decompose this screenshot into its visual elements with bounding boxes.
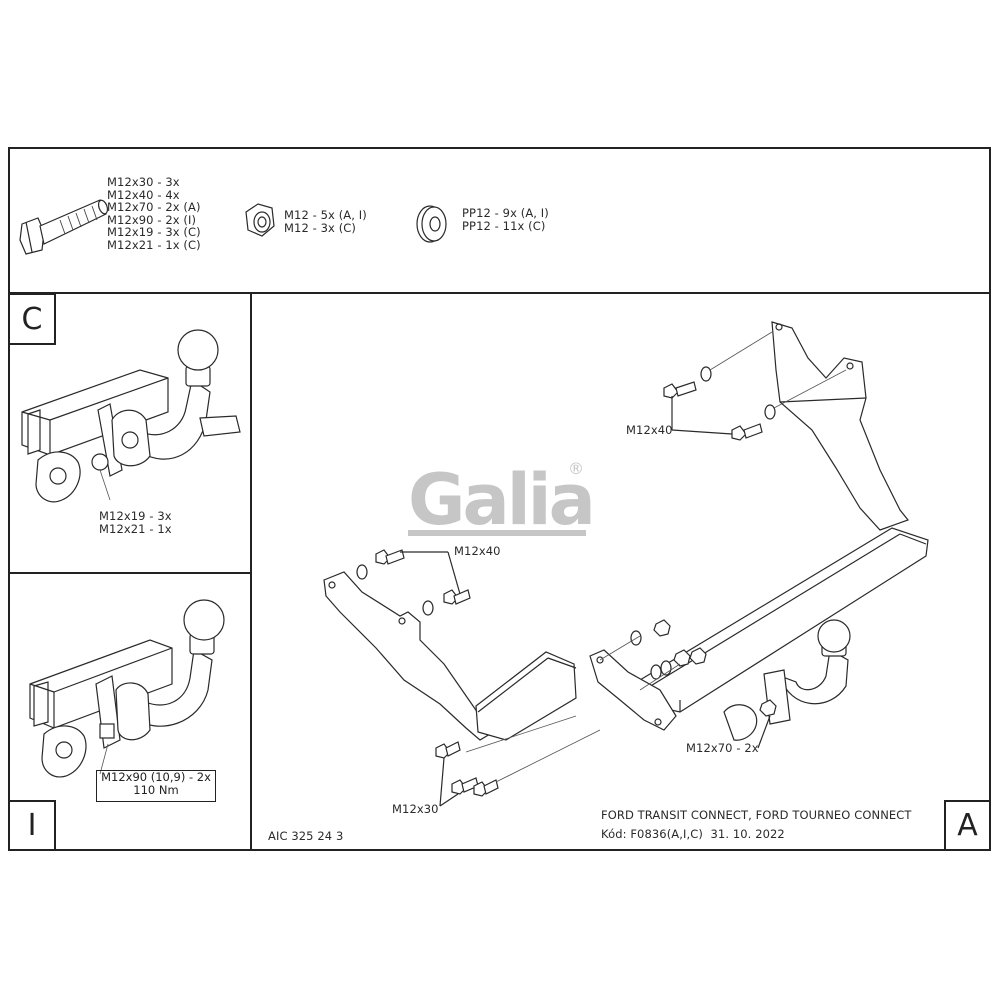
panel-a-letter: A bbox=[944, 800, 991, 851]
header-divider bbox=[8, 292, 991, 294]
nut-list: M12 - 5x (A, I)M12 - 3x (C) bbox=[284, 208, 367, 235]
bolt-icon bbox=[19, 199, 109, 255]
panel-a-towbar-drawing bbox=[323, 321, 929, 807]
panel-divider-left bbox=[8, 572, 251, 574]
panel-i-letter: I bbox=[8, 800, 56, 851]
panel-divider-vertical bbox=[250, 293, 252, 851]
torque-box: M12x90 (10,9) - 2x 110 Nm bbox=[96, 770, 216, 802]
bolt-spec: M12x90 (10,9) - 2x bbox=[101, 770, 211, 784]
nut-icon bbox=[689, 647, 707, 665]
logo-underline bbox=[408, 530, 586, 536]
nut-icon bbox=[759, 699, 777, 717]
washer-icon bbox=[650, 664, 662, 680]
torque-value: 110 Nm bbox=[133, 783, 179, 797]
callout-m12x70: M12x70 - 2x bbox=[686, 741, 759, 755]
washer-icon bbox=[764, 404, 776, 420]
vehicle-model: FORD TRANSIT CONNECT, FORD TOURNEO CONNE… bbox=[601, 808, 912, 822]
nut-icon bbox=[245, 203, 275, 237]
product-code: Kód: F0836(A,I,C) 31. 10. 2022 bbox=[601, 827, 785, 841]
logo-wordmark: Galia bbox=[408, 459, 593, 541]
bolt-icon bbox=[443, 589, 471, 605]
bolt-icon bbox=[663, 381, 697, 399]
bolt-icon bbox=[731, 423, 763, 441]
panel-c-letter: C bbox=[8, 293, 56, 345]
nut-icon bbox=[653, 619, 671, 637]
washer-list: PP12 - 9x (A, I)PP12 - 11x (C) bbox=[462, 206, 549, 233]
nut-icon bbox=[673, 649, 691, 667]
washer-icon bbox=[416, 205, 447, 243]
washer-icon bbox=[356, 564, 368, 580]
drawing-sheet bbox=[8, 147, 991, 851]
callout-m12x40-left: M12x40 bbox=[454, 544, 501, 558]
callout-m12x40-right: M12x40 bbox=[626, 423, 673, 437]
washer-icon bbox=[700, 366, 712, 382]
drawing-number: AIC 325 24 3 bbox=[268, 829, 344, 843]
panel-i-towbar-drawing bbox=[29, 599, 225, 778]
registered-mark: ® bbox=[568, 459, 584, 478]
callout-m12x30: M12x30 bbox=[392, 802, 439, 816]
bolt-icon bbox=[451, 777, 499, 797]
washer-icon bbox=[422, 600, 434, 616]
galia-logo: Galia ® bbox=[408, 452, 593, 544]
panel-c-towbar-drawing bbox=[21, 329, 241, 503]
bolt-icon bbox=[375, 549, 405, 565]
bolt-icon bbox=[435, 741, 461, 759]
